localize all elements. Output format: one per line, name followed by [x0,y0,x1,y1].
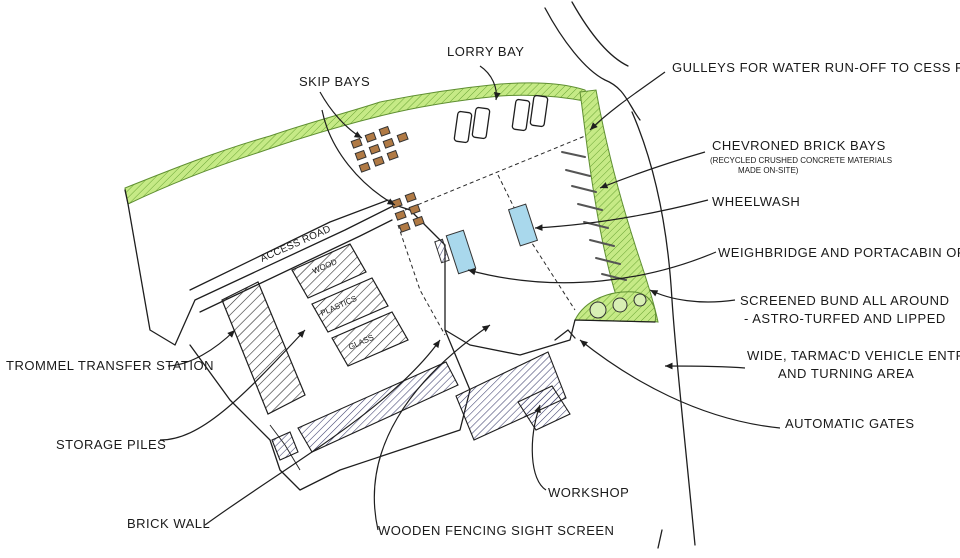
label-gates: AUTOMATIC GATES [785,416,915,431]
label-workshop: WORKSHOP [548,485,629,500]
automatic-gates [554,329,576,341]
label-storage: STORAGE PILES [56,437,166,452]
storage-pile-glass [331,311,409,367]
storage-pile-plastics [311,277,389,333]
label-brick-wall: BRICK WALL [127,516,210,531]
weighbridge [445,229,477,275]
skip-bays-lower [390,191,425,233]
label-wheelwash: WHEELWASH [712,194,800,209]
workshop-annex [517,385,571,431]
chevroned-brick-bays [561,151,627,281]
label-trommel: TROMMEL TRANSFER STATION [6,358,214,373]
label-entrance-1: WIDE, TARMAC'D VEHICLE ENTRANCE [747,348,960,363]
yard-fence-line [404,135,586,211]
label-bund-2: - ASTRO-TURFED AND LIPPED [744,311,946,326]
label-gulleys: GULLEYS FOR WATER RUN-OFF TO CESS PIT [672,60,960,75]
label-bund-1: SCREENED BUND ALL AROUND [740,293,949,308]
skip-bays-upper [350,125,409,173]
label-chevroned-note-1: (RECYCLED CRUSHED CONCRETE MATERIALS [710,156,892,165]
east-fence-line [497,174,576,311]
lorry-bay-trucks [453,94,549,144]
portacabin [434,238,450,264]
brick-wall-end [271,431,299,461]
east-bund [579,89,659,323]
label-fencing: WOODEN FENCING SIGHT SCREEN [378,523,614,538]
label-chevroned: CHEVRONED BRICK BAYS [712,138,886,153]
trommel-station [221,281,306,415]
label-weighbridge: WEIGHBRIDGE AND PORTACABIN OFFICE [718,245,960,260]
wheelwash [507,203,539,247]
workshop [455,351,567,441]
west-fence-line [397,224,446,336]
brick-wall [297,361,459,453]
label-lorry-bay: LORRY BAY [447,44,524,59]
leader-lines [159,65,781,531]
label-chevroned-note-2: MADE ON-SITE) [738,166,799,175]
label-skip-bays: SKIP BAYS [299,74,370,89]
screened-bund-shrubs [574,291,657,323]
label-entrance-2: AND TURNING AREA [778,366,914,381]
storage-pile-wood [291,243,367,299]
